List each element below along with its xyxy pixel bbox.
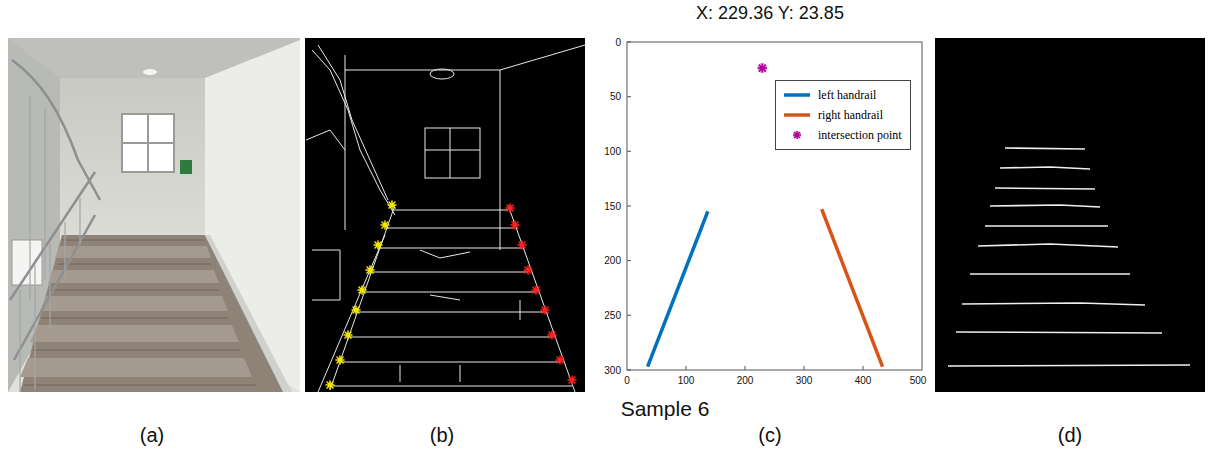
- legend-entry: left handrail: [782, 85, 902, 105]
- handrail-plot: [627, 42, 922, 370]
- y-tick: 250: [604, 310, 621, 321]
- legend-entry: right handrail: [782, 105, 902, 125]
- legend-text: left handrail: [818, 88, 876, 103]
- edge-map: [305, 38, 585, 392]
- y-tick: 0: [615, 37, 621, 48]
- panel-label: (c): [758, 424, 781, 446]
- y-tick: 200: [604, 255, 621, 266]
- plot-legend: left handrail right handrail intersection …: [775, 80, 911, 150]
- panel-label: (a): [140, 424, 164, 446]
- x-tick: 300: [796, 375, 813, 386]
- x-tick: 400: [855, 375, 872, 386]
- legend-sample: [782, 129, 812, 141]
- stair-photo: [8, 38, 300, 392]
- cursor-readout: X: 229.36 Y: 23.85: [696, 4, 844, 24]
- sample-caption: Sample 6: [621, 397, 710, 420]
- intersection-star: [758, 64, 766, 72]
- legend-sample: [782, 109, 812, 121]
- y-tick: 50: [610, 91, 621, 102]
- y-tick: 150: [604, 201, 621, 212]
- intersection-marker: [757, 63, 767, 73]
- x-tick: 500: [910, 375, 927, 386]
- left-handrail-line: [648, 211, 708, 366]
- y-tick: 100: [604, 146, 621, 157]
- panel-label: (d): [1058, 424, 1082, 446]
- panel-label: (b): [430, 424, 454, 446]
- step-edges: [935, 38, 1205, 392]
- x-tick: 100: [678, 375, 695, 386]
- right-handrail-line: [822, 209, 883, 366]
- x-tick: 200: [737, 375, 754, 386]
- legend-text: right handrail: [818, 108, 883, 123]
- y-tick: 300: [604, 365, 621, 376]
- legend-sample: [782, 89, 812, 101]
- legend-text: intersection point: [818, 128, 902, 143]
- legend-entry: intersection point: [782, 125, 902, 145]
- x-tick: 0: [624, 375, 630, 386]
